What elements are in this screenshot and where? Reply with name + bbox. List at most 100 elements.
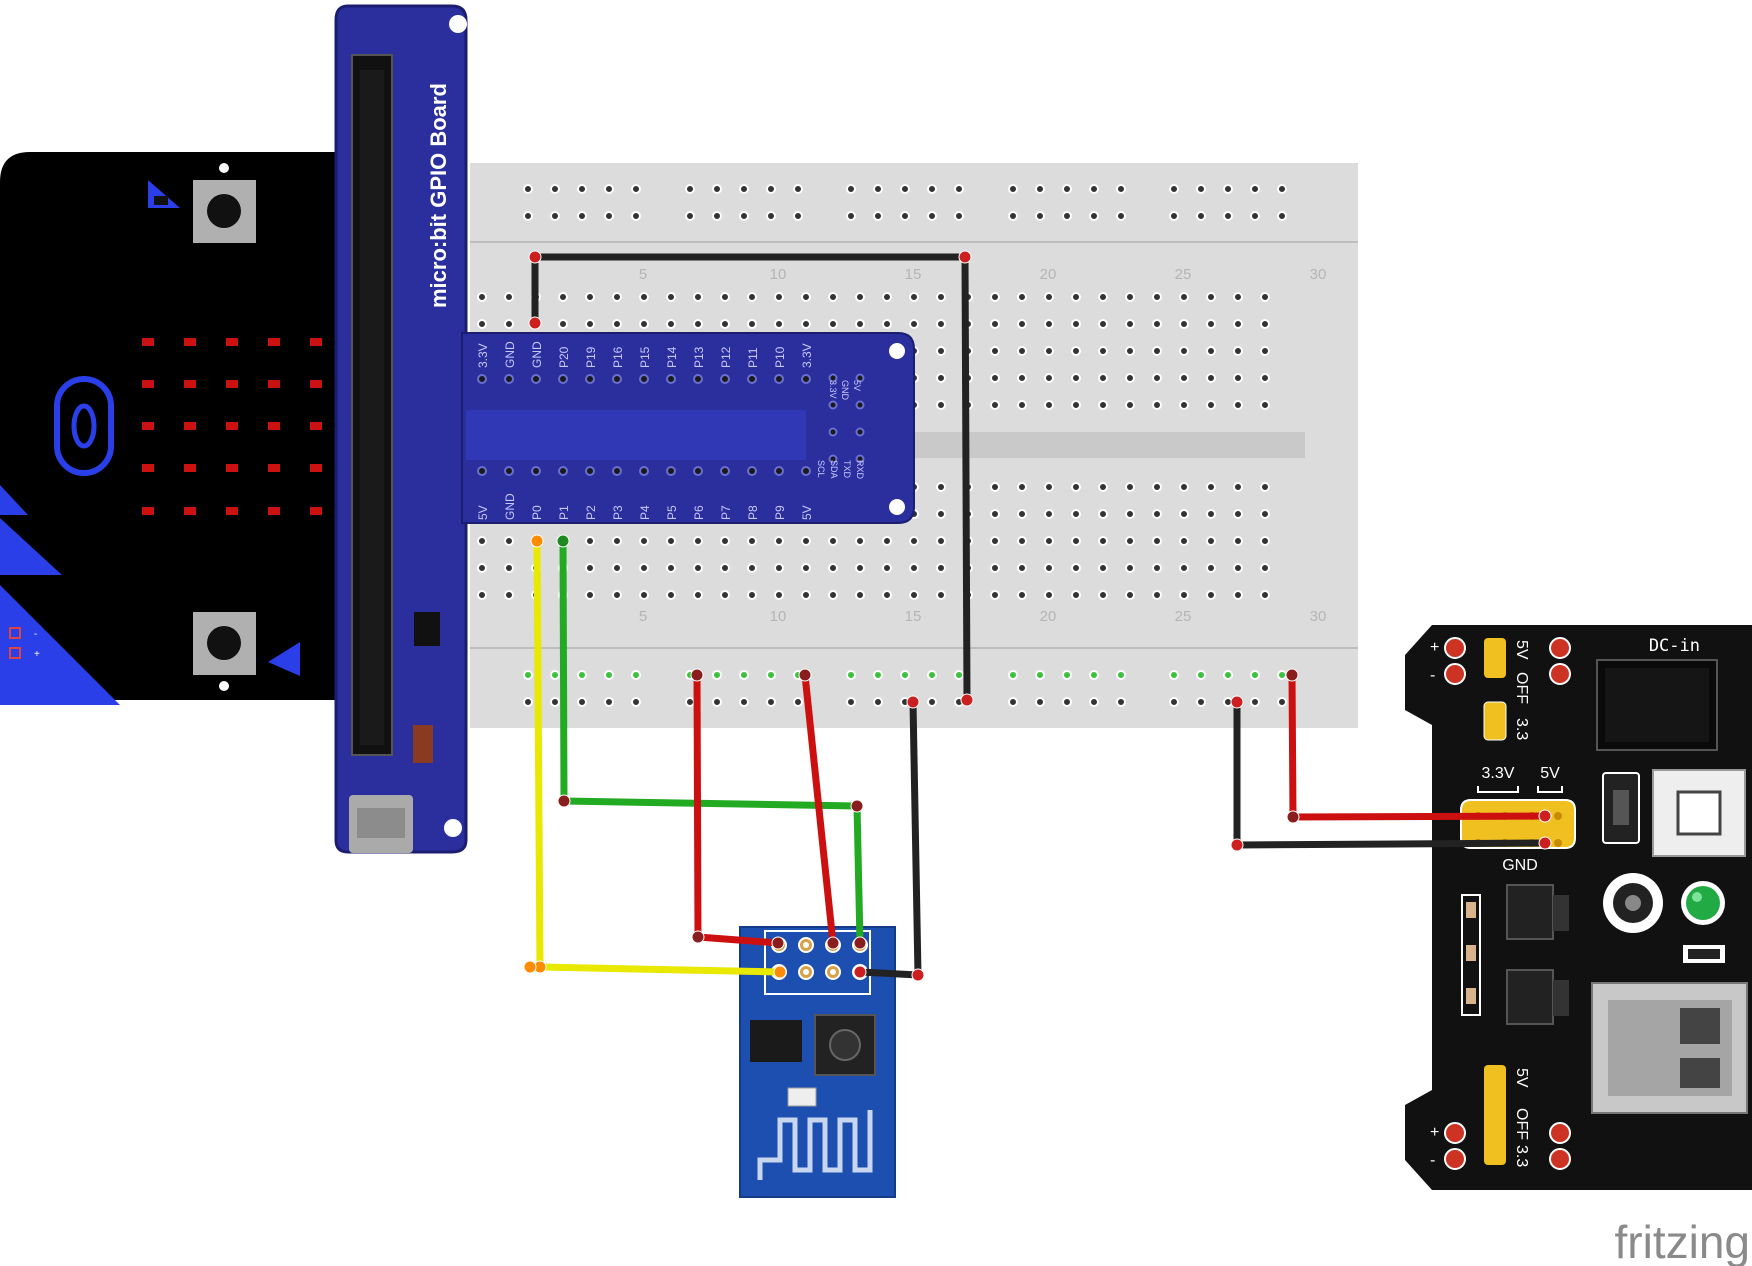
wire-end[interactable] [1285, 668, 1299, 682]
wire-end-markers [523, 250, 1552, 982]
breadboard-hole [1017, 373, 1027, 383]
bottom-plus-label: + [1430, 1124, 1439, 1141]
wire-end[interactable] [773, 965, 787, 979]
breadboard-hole [936, 590, 946, 600]
wire-end[interactable] [1538, 836, 1552, 850]
cobbler-pin [693, 374, 703, 384]
wire-end[interactable] [1538, 809, 1552, 823]
top-jumper[interactable] [1484, 638, 1506, 678]
rail-hole [954, 670, 964, 680]
esp-pin-hole [803, 969, 809, 975]
breadboard-hole [990, 346, 1000, 356]
rail-hole [1196, 697, 1206, 707]
rail-hole [1062, 211, 1072, 221]
wire-end[interactable] [958, 250, 972, 264]
wire-end[interactable] [528, 250, 542, 264]
wire-end[interactable] [528, 316, 542, 330]
rail-hole [954, 184, 964, 194]
top-plus-label: + [1430, 639, 1439, 656]
rail-hole [766, 211, 776, 221]
breadboard-hole [990, 373, 1000, 383]
bottom-jumper[interactable] [1484, 1065, 1506, 1165]
cobbler-pin [585, 466, 595, 476]
wire-end[interactable] [853, 965, 867, 979]
breadboard-hole [1044, 400, 1054, 410]
breadboard-hole [720, 319, 730, 329]
rail-hole [793, 184, 803, 194]
rail-hole [1008, 670, 1018, 680]
wire-end[interactable] [690, 668, 704, 682]
wire-end[interactable] [530, 534, 544, 548]
wire-end[interactable] [556, 534, 570, 548]
rail-hole [1277, 670, 1287, 680]
breadboard-hole [477, 292, 487, 302]
wire-end[interactable] [1230, 838, 1244, 852]
breadboard-hole [1098, 292, 1108, 302]
led [142, 464, 154, 472]
breadboard-hole [1206, 590, 1216, 600]
wire-end[interactable] [1230, 695, 1244, 709]
button-a[interactable] [193, 163, 256, 243]
wire-end[interactable] [960, 693, 974, 707]
rail-hole [604, 697, 614, 707]
breadboard-hole [990, 319, 1000, 329]
button-b[interactable] [193, 612, 256, 691]
rail-hole [1035, 184, 1045, 194]
led [184, 464, 196, 472]
breadboard-hole [1071, 373, 1081, 383]
column-number: 30 [1310, 266, 1327, 283]
breadboard-hole [1098, 482, 1108, 492]
breadboard-hole [504, 590, 514, 600]
wire-end[interactable] [850, 799, 864, 813]
breadboard-hole [612, 590, 622, 600]
cobbler-bottom-pin-label: P0 [530, 505, 544, 520]
breadboard-hole [774, 536, 784, 546]
breadboard-hole [1233, 400, 1243, 410]
breadboard-hole [1125, 292, 1135, 302]
rail-hole [1116, 697, 1126, 707]
column-number: 5 [639, 266, 647, 283]
breadboard-hole [639, 563, 649, 573]
cobbler-bottom-pin-label: P1 [557, 505, 571, 520]
led [268, 464, 280, 472]
bottom-jumper-5v-label: 5V [1513, 1068, 1530, 1088]
wire-end[interactable] [691, 930, 705, 944]
rail-hole [739, 184, 749, 194]
wire-end[interactable] [557, 794, 571, 808]
breadboard-hole [1233, 292, 1243, 302]
i2c-pin [828, 373, 838, 383]
rail-hole [739, 211, 749, 221]
wire-end[interactable] [911, 968, 925, 982]
cobbler-pin [477, 374, 487, 384]
breadboard-hole [504, 536, 514, 546]
wire-end[interactable] [853, 936, 867, 950]
rail-hole [685, 211, 695, 221]
bottom-jumper-3v3-label: 3.3 [1513, 1145, 1530, 1167]
cobbler-pin [774, 466, 784, 476]
breadboard-hole [828, 536, 838, 546]
wire-end[interactable] [798, 668, 812, 682]
microbit: - + [0, 152, 345, 705]
breadboard-hole [693, 292, 703, 302]
breadboard-hole [909, 536, 919, 546]
cobbler-pin [666, 466, 676, 476]
breadboard-hole [585, 590, 595, 600]
wire-end[interactable] [906, 695, 920, 709]
wire-end[interactable] [1286, 810, 1300, 824]
rail-hole [1169, 184, 1179, 194]
breadboard-hole [504, 319, 514, 329]
column-number: 30 [1310, 608, 1327, 625]
breadboard-hole [1044, 346, 1054, 356]
breadboard-hole [747, 319, 757, 329]
fritzing-logo: fritzing [1615, 1216, 1750, 1266]
rail-hole [1169, 211, 1179, 221]
wire-end[interactable] [523, 960, 537, 974]
led [142, 338, 154, 346]
wire-end[interactable] [771, 936, 785, 950]
cobbler-pin [801, 466, 811, 476]
cobbler-bottom-pin-label: 5V [476, 505, 490, 520]
rail-hole [1250, 670, 1260, 680]
rail-hole [793, 697, 803, 707]
wire-end[interactable] [826, 936, 840, 950]
